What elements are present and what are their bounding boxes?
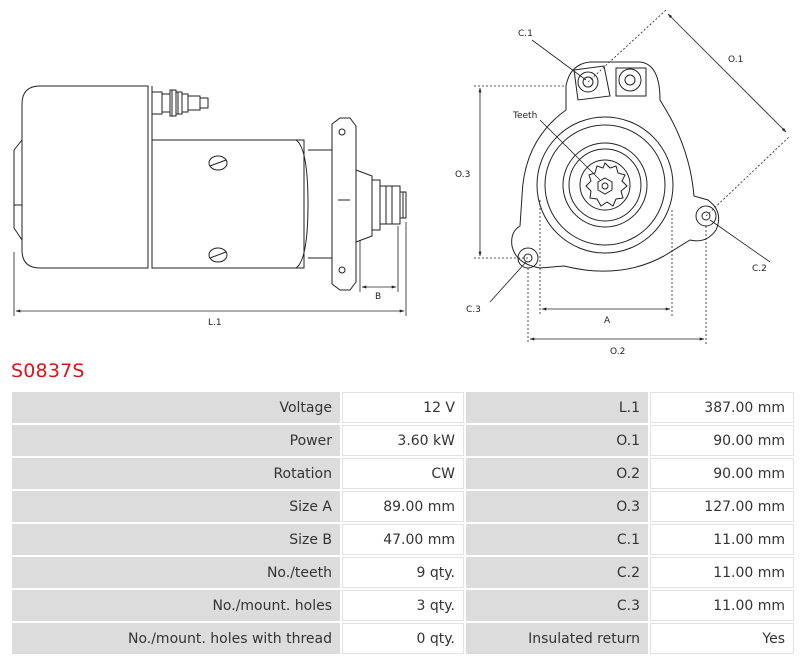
dim-label-a: A — [604, 316, 611, 326]
spec-value: 90.00 mm — [650, 458, 794, 489]
spec-label: O.3 — [466, 491, 648, 522]
spec-value: 12 V — [342, 392, 464, 423]
spec-value: 11.00 mm — [650, 557, 794, 588]
dim-label-o1: O.1 — [728, 55, 743, 65]
dim-label-o3: O.3 — [455, 170, 470, 180]
spec-value: 3 qty. — [342, 590, 464, 621]
spec-label: C.3 — [466, 590, 648, 621]
spec-label: No./mount. holes — [12, 590, 340, 621]
spec-value: 0 qty. — [342, 623, 464, 654]
spec-label: O.1 — [466, 425, 648, 456]
spec-value: CW — [342, 458, 464, 489]
dim-label-b: B — [375, 292, 381, 302]
front-view-dimensions — [474, 9, 791, 344]
spec-value: 90.00 mm — [650, 425, 794, 456]
spec-label: No./mount. holes with thread — [12, 623, 340, 654]
spec-label: Insulated return — [466, 623, 648, 654]
spec-value: 11.00 mm — [650, 524, 794, 555]
dim-label-l1: L.1 — [208, 318, 222, 328]
part-number-title: S0837S — [11, 360, 85, 382]
spec-label: C.1 — [466, 524, 648, 555]
spec-value: 3.60 kW — [342, 425, 464, 456]
spec-label: C.2 — [466, 557, 648, 588]
spec-label: No./teeth — [12, 557, 340, 588]
spec-label: Rotation — [12, 458, 340, 489]
technical-drawing: L.1 B — [13, 9, 791, 357]
spec-label: Size A — [12, 491, 340, 522]
spec-value: Yes — [650, 623, 794, 654]
spec-value: 89.00 mm — [342, 491, 464, 522]
spec-label: Size B — [12, 524, 340, 555]
starter-side-view — [13, 85, 407, 291]
spec-value: 127.00 mm — [650, 491, 794, 522]
dim-label-c3: C.3 — [466, 305, 481, 315]
spec-value: 9 qty. — [342, 557, 464, 588]
spec-label: L.1 — [466, 392, 648, 423]
spec-value: 11.00 mm — [650, 590, 794, 621]
spec-value: 387.00 mm — [650, 392, 794, 423]
dim-label-o2: O.2 — [610, 347, 625, 357]
dim-label-teeth: Teeth — [512, 111, 537, 121]
dim-label-c2: C.2 — [752, 264, 767, 274]
side-view-dimensions — [13, 222, 407, 316]
spec-label: Power — [12, 425, 340, 456]
spec-label: O.2 — [466, 458, 648, 489]
starter-front-view — [511, 61, 720, 272]
spec-value: 47.00 mm — [342, 524, 464, 555]
spec-label: Voltage — [12, 392, 340, 423]
dim-label-c1: C.1 — [518, 29, 533, 39]
